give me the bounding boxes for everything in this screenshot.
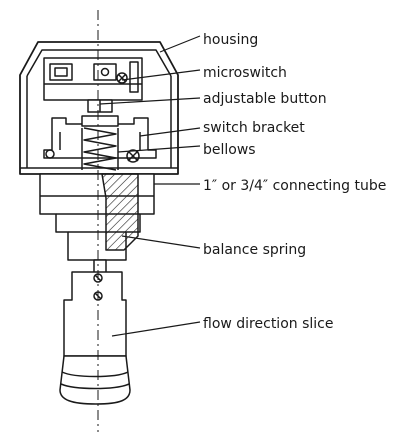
label-switch-bracket: switch bracket [203, 120, 305, 136]
label-adjustable-button: adjustable button [203, 91, 327, 107]
label-connecting-tube: 1″ or 3/4″ connecting tube [203, 178, 386, 194]
bracket-screw-right [126, 149, 140, 163]
microswitch-terminal-right [93, 63, 117, 81]
switch-bracket [43, 117, 157, 159]
label-bellows: bellows [203, 142, 256, 158]
bellows-cap [81, 115, 119, 127]
tube-section-hatch [101, 173, 139, 251]
label-microswitch: microswitch [203, 65, 287, 81]
microswitch-screw [116, 72, 128, 84]
bracket-screw-left [45, 149, 55, 159]
paddle-lower [59, 355, 131, 405]
bellows [83, 127, 117, 171]
housing-inner-top [26, 49, 172, 77]
label-flow-direction-slice: flow direction slice [203, 316, 333, 332]
callout-labels: housing microswitch adjustable button sw… [203, 32, 386, 332]
leader-lines [99, 35, 201, 337]
paddle-upper [63, 271, 127, 357]
label-balance-spring: balance spring [203, 242, 306, 258]
microswitch-terminal-left [49, 63, 73, 81]
label-housing: housing [203, 32, 258, 48]
device-drawing [19, 10, 179, 432]
